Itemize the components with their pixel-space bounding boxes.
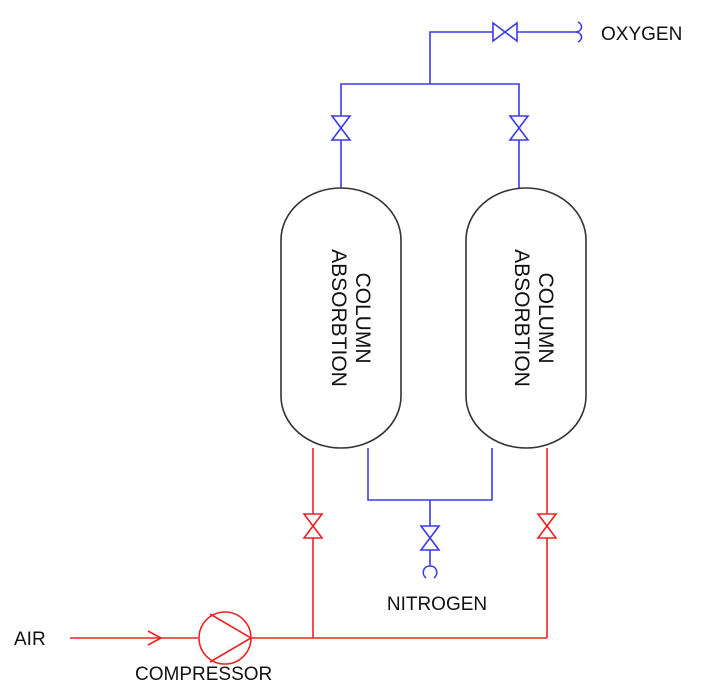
column-left-label-line2: COLUMN [351, 272, 374, 363]
absorption-column-right: ABSORBTION COLUMN [465, 187, 587, 449]
air-label: AIR [14, 629, 46, 650]
right-column-bottom-valve[interactable] [536, 513, 558, 539]
air-piping [70, 448, 548, 646]
absorption-column-left: ABSORBTION COLUMN [280, 187, 402, 449]
left-column-bottom-valve[interactable] [302, 513, 324, 539]
oxygen-label: OXYGEN [601, 24, 682, 45]
oxygen-outlet-valve[interactable] [492, 21, 518, 43]
column-right-label-line1: ABSORBTION [510, 249, 533, 387]
nitrogen-piping [367, 448, 493, 579]
nitrogen-label: NITROGEN [387, 594, 487, 615]
column-right-label-line2: COLUMN [534, 272, 557, 363]
nitrogen-valve[interactable] [419, 525, 441, 551]
oxygen-piping [340, 21, 583, 188]
compressor-label: COMPRESSOR [135, 664, 272, 685]
left-column-top-valve[interactable] [330, 115, 352, 141]
compressor-icon[interactable] [198, 611, 253, 665]
column-left-label-line1: ABSORBTION [327, 249, 350, 387]
right-column-top-valve[interactable] [508, 115, 530, 141]
